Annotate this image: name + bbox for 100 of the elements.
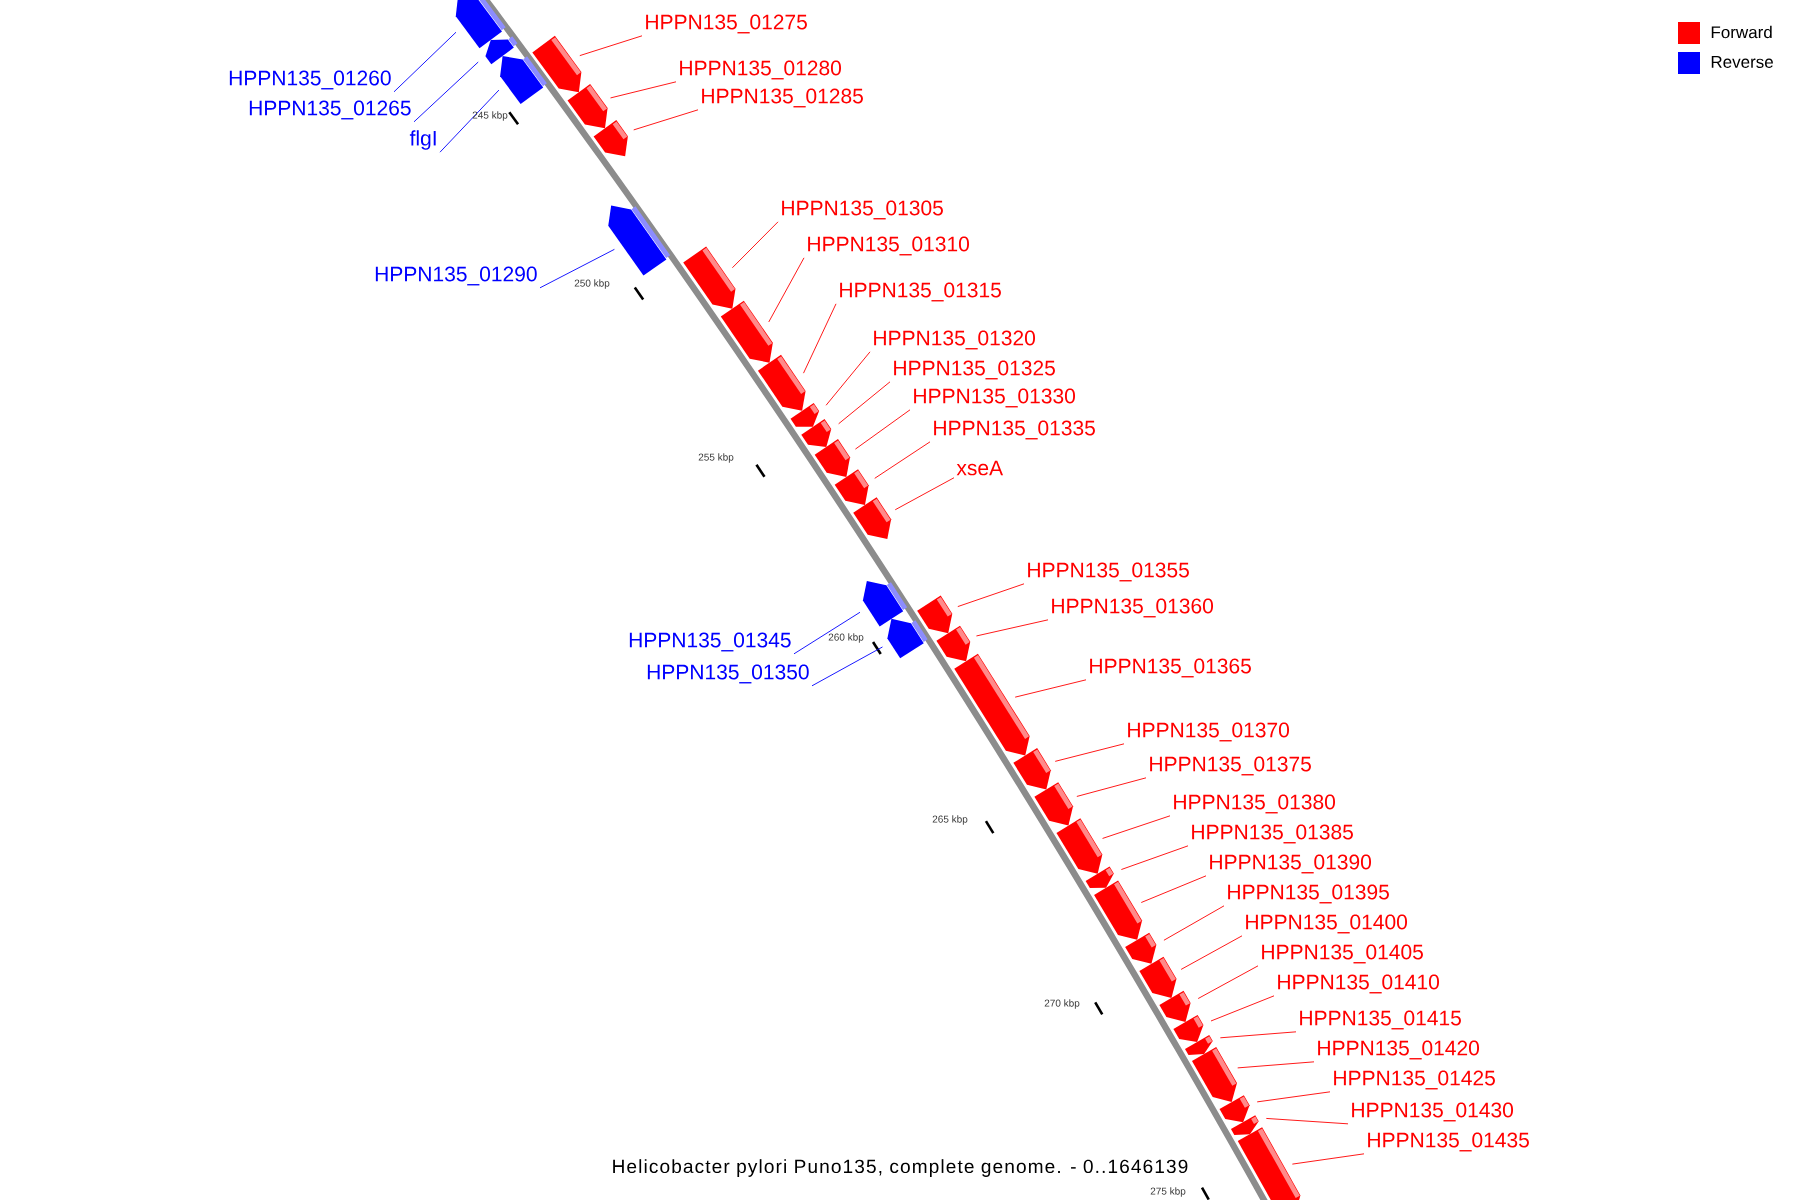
gene-block — [801, 419, 832, 447]
gene-label: HPPN135_01385 — [1192, 824, 1353, 844]
leader-line — [1256, 1091, 1331, 1103]
leader-line — [825, 351, 871, 406]
leader-line — [539, 248, 615, 289]
gene-block — [1185, 1034, 1213, 1055]
gene-label: HPPN135_01430 — [1352, 1102, 1513, 1122]
gene-label: HPPN135_01305 — [782, 200, 943, 220]
gene-label: HPPN135_01420 — [1318, 1040, 1479, 1060]
gene-label: HPPN135_01375 — [1150, 756, 1311, 776]
gene-label: HPPN135_01345 — [629, 632, 791, 652]
gene-label: HPPN135_01415 — [1300, 1010, 1461, 1030]
gene-block — [1125, 932, 1157, 964]
gene-label: HPPN135_01265 — [249, 100, 411, 120]
leader-line — [393, 31, 457, 93]
gene-label: HPPN135_01390 — [1210, 854, 1371, 874]
leader-line — [610, 81, 677, 99]
leader-line — [957, 583, 1025, 608]
gene-block — [593, 120, 628, 157]
gene-label: HPPN135_01400 — [1246, 914, 1407, 934]
leader-line — [1054, 743, 1125, 762]
leader-line — [1163, 905, 1225, 941]
leader-line — [894, 477, 955, 511]
leader-line — [803, 303, 837, 374]
gene-block — [814, 439, 850, 477]
gene-block — [887, 618, 928, 659]
gene-label: HPPN135_01285 — [702, 88, 863, 108]
gene-label: HPPN135_01320 — [874, 330, 1035, 350]
gene-block — [790, 403, 820, 427]
leader-line — [1237, 1061, 1315, 1069]
gene-label: HPPN135_01410 — [1278, 974, 1439, 994]
gene-label: HPPN135_01360 — [1052, 598, 1213, 618]
leader-line — [413, 61, 479, 123]
gene-block — [683, 246, 736, 309]
gene-label: HPPN135_01290 — [375, 266, 537, 286]
gene-label: HPPN135_01365 — [1090, 658, 1251, 678]
gene-label: HPPN135_01330 — [914, 388, 1075, 408]
gene-block — [455, 0, 506, 49]
leader-line — [1210, 995, 1275, 1022]
gene-label: HPPN135_01280 — [680, 60, 841, 80]
gene-label: HPPN135_01260 — [229, 70, 391, 90]
gene-block — [1013, 748, 1051, 790]
gene-block — [1056, 818, 1103, 874]
leader-line — [874, 441, 931, 479]
gene-block — [567, 84, 608, 129]
gene-block — [862, 580, 908, 627]
gene-block — [757, 354, 806, 411]
gene-block — [936, 625, 971, 662]
leader-line — [768, 257, 805, 323]
gene-label: xseA — [956, 460, 1004, 476]
gene-label: HPPN135_01405 — [1262, 944, 1423, 964]
gene-block — [1085, 866, 1114, 888]
gene-block — [1094, 880, 1143, 940]
gene-block — [1034, 782, 1073, 826]
leader-line — [1265, 1118, 1349, 1125]
leader-line — [793, 611, 861, 655]
leader-line — [838, 381, 891, 425]
gene-label: HPPN135_01395 — [1228, 884, 1389, 904]
legend-label: Forward — [1711, 25, 1772, 39]
leader-line — [1140, 875, 1207, 903]
gene-label: HPPN135_01310 — [808, 236, 969, 256]
gene-block — [917, 595, 953, 634]
gene-block — [1139, 956, 1177, 998]
gene-block — [1237, 1127, 1301, 1200]
gene-label: HPPN135_01350 — [647, 664, 809, 684]
gene-block — [500, 55, 547, 105]
leader-line — [1014, 679, 1087, 698]
leader-line — [975, 619, 1049, 637]
gene-label: HPPN135_01355 — [1028, 562, 1189, 582]
gene-block — [608, 205, 671, 276]
gene-label: HPPN135_01435 — [1368, 1132, 1529, 1152]
gene-label: flgI — [409, 130, 436, 150]
leader-line — [633, 109, 699, 131]
gene-label: HPPN135_01275 — [646, 14, 807, 34]
gene-label: HPPN135_01335 — [934, 420, 1095, 440]
gene-label: HPPN135_01315 — [840, 282, 1001, 302]
gene-block — [1191, 1047, 1237, 1103]
leader-line — [1076, 777, 1147, 797]
gene-label: HPPN135_01370 — [1128, 722, 1289, 742]
gene-block — [1173, 1014, 1204, 1042]
gene-block — [1230, 1115, 1259, 1136]
leader-line — [1120, 845, 1189, 870]
gene-block — [853, 497, 892, 540]
gene-block — [954, 653, 1030, 756]
leader-line — [854, 409, 911, 450]
legend-label: Reverse — [1711, 56, 1773, 68]
gene-block — [1219, 1095, 1250, 1123]
leader-line — [1197, 965, 1259, 999]
gene-label: HPPN135_01425 — [1334, 1070, 1495, 1090]
gene-label: HPPN135_01325 — [894, 360, 1055, 380]
leader-line — [439, 89, 500, 153]
leader-line — [731, 221, 779, 269]
gene-block — [834, 469, 869, 505]
gene-label: HPPN135_01380 — [1174, 794, 1335, 814]
gene-block — [485, 36, 518, 65]
gene-block — [720, 300, 773, 363]
leader-line — [1219, 1031, 1297, 1039]
gene-block — [1159, 990, 1191, 1022]
leader-line — [811, 646, 883, 687]
genome-title: Helicobacter pylori Puno135, complete genome. - 0..1646139 — [613, 1159, 1188, 1177]
